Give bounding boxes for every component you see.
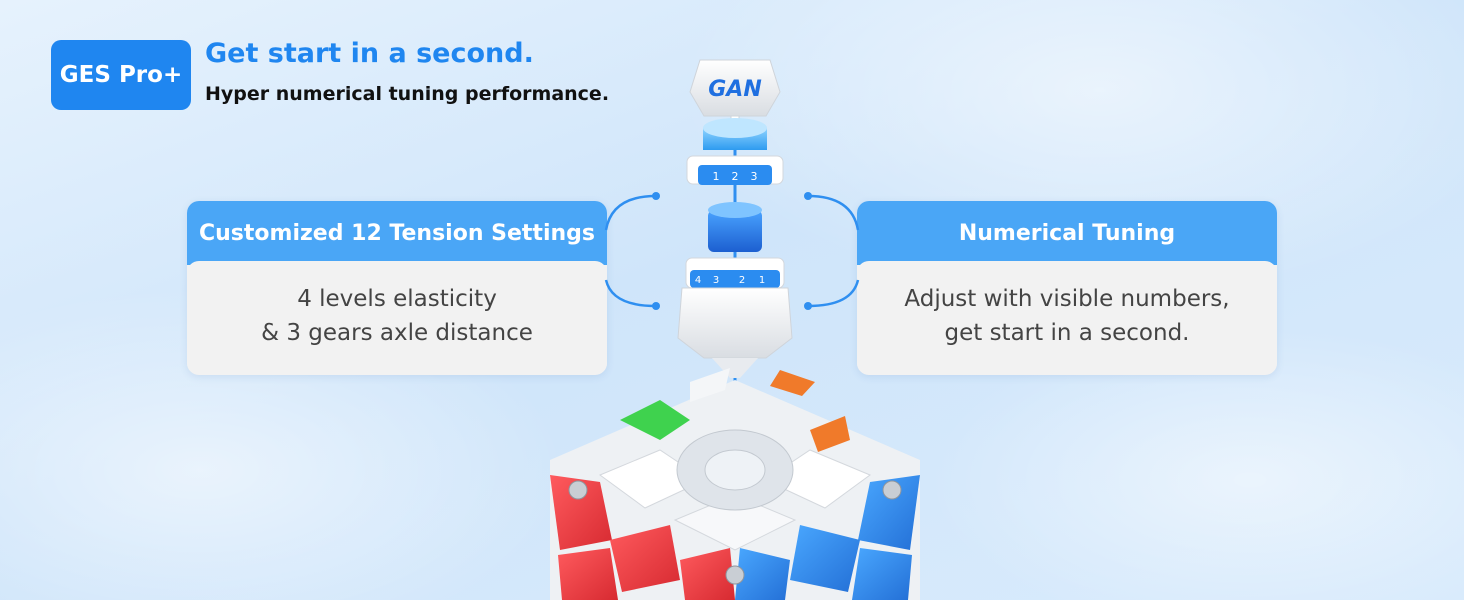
dial-ring-lower: 4 3 2 1 [685, 257, 785, 289]
numerical-tuning-card: Numerical Tuning Adjust with visible num… [857, 201, 1277, 375]
product-badge: GES Pro+ [51, 40, 191, 110]
cube-body [550, 368, 920, 600]
tuning-line-1: Adjust with visible numbers, [904, 286, 1230, 312]
badge-label: GES Pro+ [59, 62, 183, 88]
cap-logo-icon: GAN [689, 59, 781, 117]
headline-title: Get start in a second. [205, 38, 534, 69]
headline-subtitle: Hyper numerical tuning performance. [205, 83, 610, 105]
svg-text:1: 1 [759, 275, 765, 286]
cube-illustration: GAN 1 2 3 4 3 2 1 [550, 59, 920, 600]
svg-text:2: 2 [732, 170, 739, 183]
tension-settings-title: Customized 12 Tension Settings [187, 201, 607, 265]
tension-line-2: & 3 gears axle distance [261, 320, 533, 346]
tension-settings-body: 4 levels elasticity & 3 gears axle dista… [187, 261, 607, 371]
tension-settings-card: Customized 12 Tension Settings 4 levels … [187, 201, 607, 375]
svg-text:3: 3 [751, 170, 758, 183]
numerical-tuning-body: Adjust with visible numbers, get start i… [857, 261, 1277, 371]
numerical-tuning-title: Numerical Tuning [857, 201, 1277, 265]
svg-text:2: 2 [739, 275, 745, 286]
tension-line-1: 4 levels elasticity [297, 286, 497, 312]
tuning-line-2: get start in a second. [944, 320, 1190, 346]
dial-ring-upper: 1 2 3 [686, 155, 784, 185]
svg-text:GAN: GAN [708, 77, 762, 102]
svg-text:4: 4 [695, 275, 701, 286]
svg-text:3: 3 [713, 275, 719, 286]
svg-text:1: 1 [713, 170, 720, 183]
